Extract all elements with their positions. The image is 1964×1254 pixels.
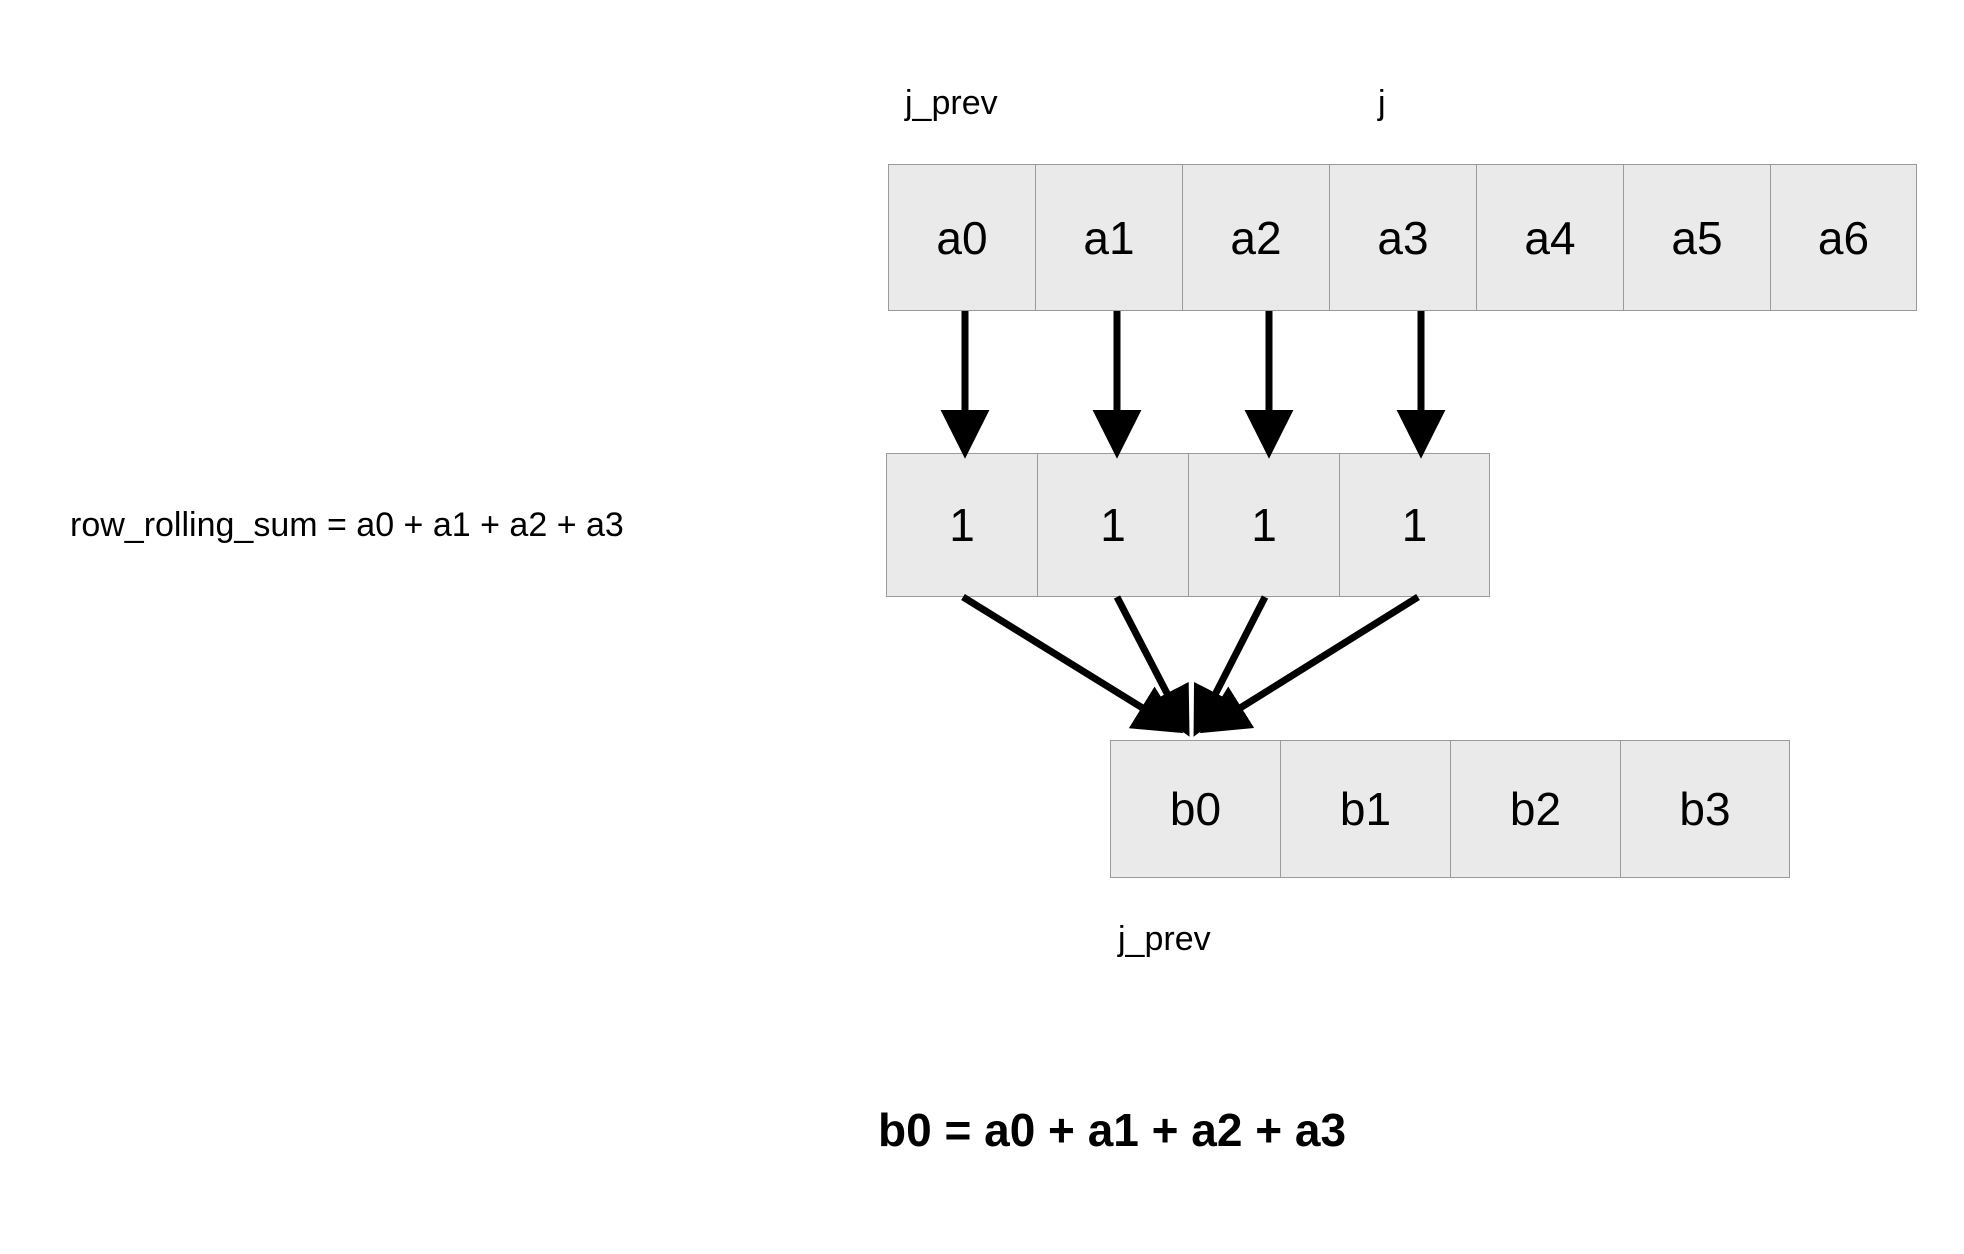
cell-a3: a3 xyxy=(1329,164,1476,311)
cell-b3: b3 xyxy=(1620,740,1790,878)
cell-b0: b0 xyxy=(1110,740,1280,878)
cell-a6: a6 xyxy=(1770,164,1917,311)
converge-arrow-3 xyxy=(1199,594,1420,734)
input-array-row: a0 a1 a2 a3 a4 a5 a6 xyxy=(888,164,1917,311)
cell-ones-0: 1 xyxy=(886,453,1037,597)
cell-a0: a0 xyxy=(888,164,1035,311)
cell-a1: a1 xyxy=(1035,164,1182,311)
cell-a4: a4 xyxy=(1476,164,1623,311)
converging-arrow-group xyxy=(961,594,1420,737)
cell-a5: a5 xyxy=(1623,164,1770,311)
converge-arrow-2 xyxy=(1193,595,1269,737)
cell-b1: b1 xyxy=(1280,740,1450,878)
label-j-prev-bottom: j_prev xyxy=(1118,920,1211,958)
down-arrow-group xyxy=(940,311,1446,459)
output-array-row: b0 b1 b2 b3 xyxy=(1110,740,1790,878)
label-j-prev-top: j_prev xyxy=(905,84,998,122)
cell-a2: a2 xyxy=(1182,164,1329,311)
cell-b2: b2 xyxy=(1450,740,1620,878)
cell-ones-1: 1 xyxy=(1037,453,1188,597)
converge-arrow-0 xyxy=(961,594,1184,734)
label-row-rolling-sum: row_rolling_sum = a0 + a1 + a2 + a3 xyxy=(70,506,624,544)
cell-ones-2: 1 xyxy=(1188,453,1339,597)
cell-ones-3: 1 xyxy=(1339,453,1490,597)
window-ones-row: 1 1 1 1 xyxy=(886,453,1490,597)
converge-arrow-1 xyxy=(1113,595,1190,737)
caption-formula: b0 = a0 + a1 + a2 + a3 xyxy=(878,1104,1347,1156)
label-j-top: j xyxy=(1378,84,1386,122)
